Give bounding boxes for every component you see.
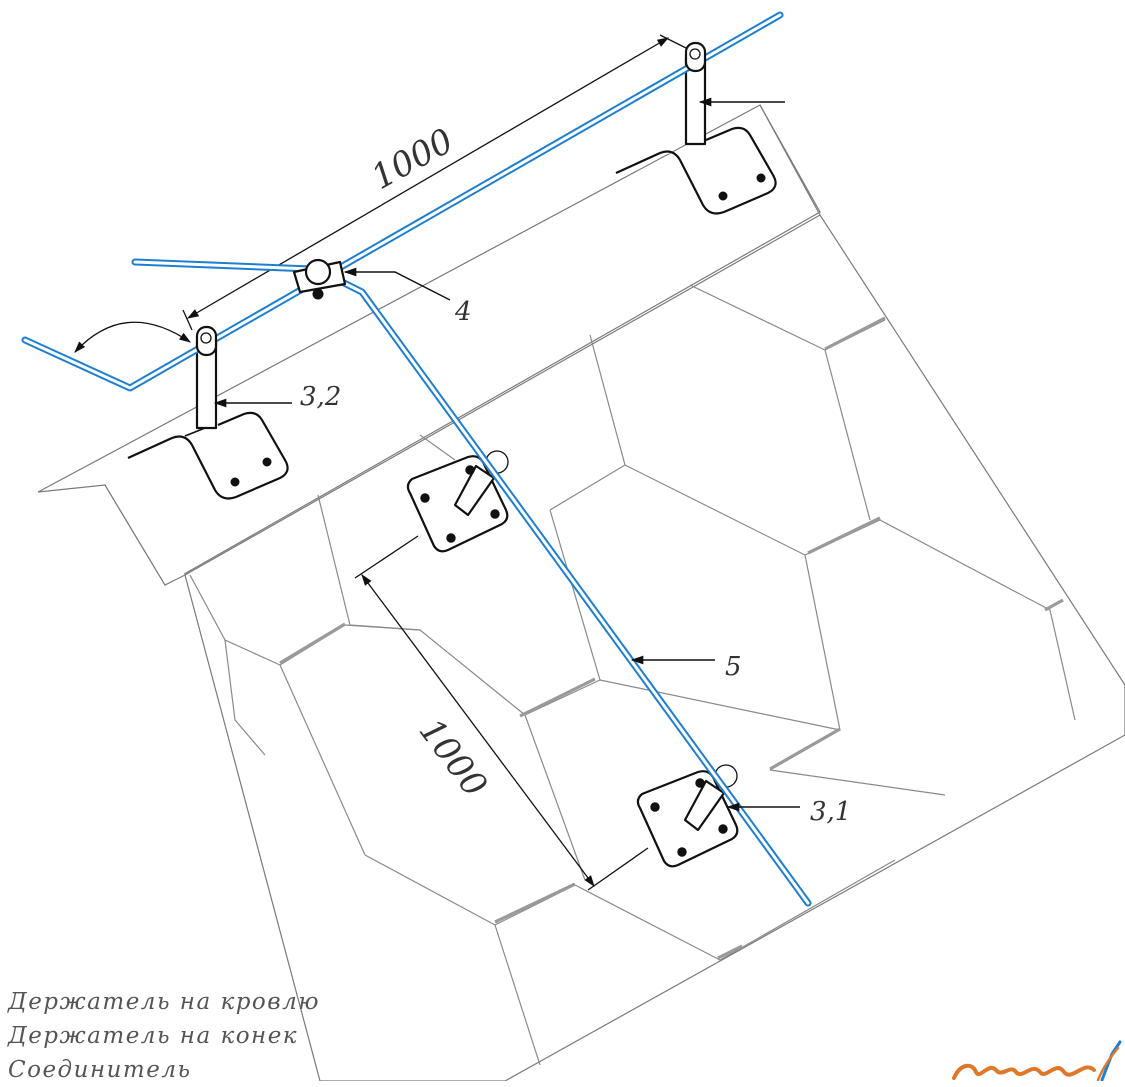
leader-connector — [343, 267, 451, 301]
legend-item-connector: Соединитель — [8, 1057, 192, 1083]
roof-holder-upper — [406, 450, 509, 553]
ridge-conductor — [21, 11, 784, 392]
ridge-holder-clamps — [195, 41, 707, 357]
dimension-top — [182, 34, 687, 331]
callout-conductor: 5 — [725, 652, 742, 682]
bend-angle-arc — [74, 321, 191, 353]
dimension-side — [354, 535, 649, 891]
callout-connector: 4 — [454, 297, 472, 327]
rod-connector — [292, 258, 347, 300]
ridge-holder-left — [127, 340, 289, 500]
callout-roof-holder: 3,1 — [810, 797, 851, 827]
callout-ridge-holder: 3,2 — [300, 382, 341, 412]
brand-logo — [952, 1040, 1125, 1081]
legend-item-roof-holder: Держатель на кровлю — [8, 989, 321, 1015]
parts-legend: Держатель на кровлю Держатель на конек С… — [8, 985, 320, 1087]
legend-item-ridge-holder: Держатель на конек — [8, 1023, 299, 1049]
roof-holder-lower — [636, 764, 739, 868]
